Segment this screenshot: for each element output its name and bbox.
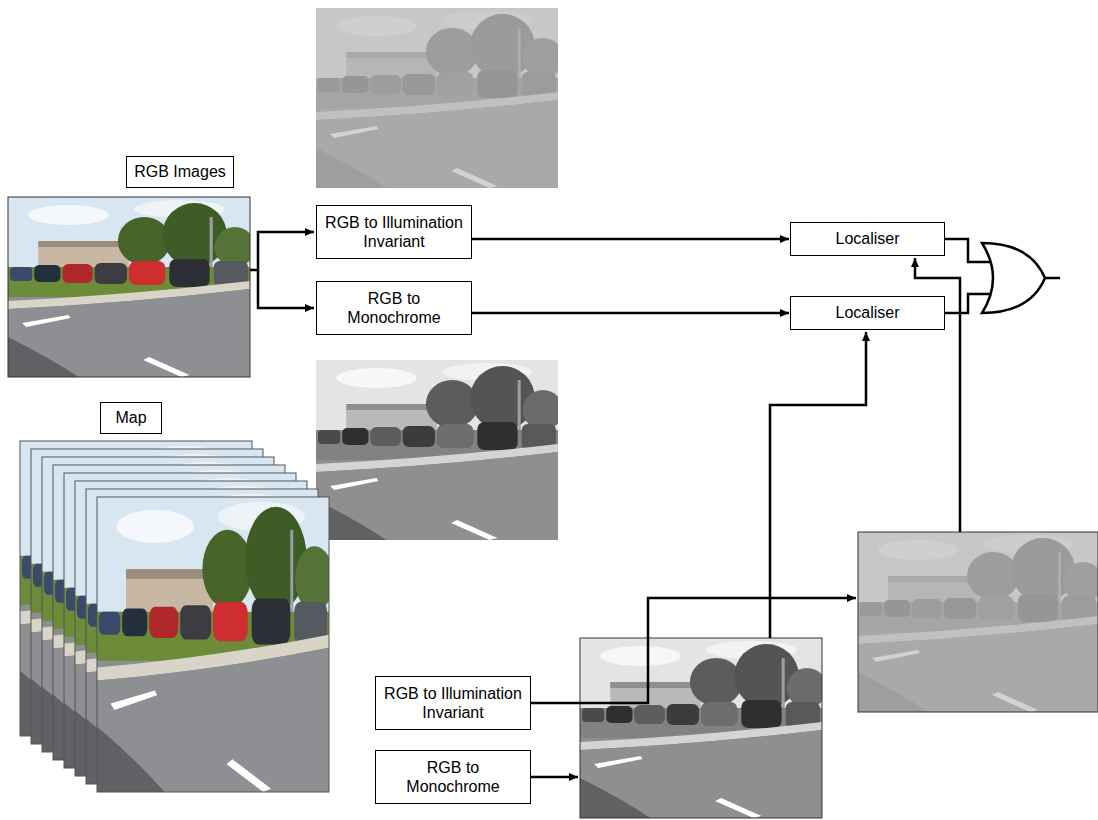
wire — [258, 270, 314, 308]
box-text: Localiser — [835, 303, 899, 322]
box-text: RGB Images — [134, 162, 226, 181]
box-text: Localiser — [835, 229, 899, 248]
wire — [1045, 277, 1060, 280]
wire — [531, 776, 578, 779]
wire — [531, 598, 856, 703]
wires — [250, 232, 1060, 777]
label-box: RGB Images — [126, 156, 234, 188]
map-invariant-image — [858, 532, 1098, 712]
image-frame — [580, 638, 822, 818]
process-box: RGB to Monochrome — [316, 281, 472, 335]
image-frame — [8, 197, 250, 377]
rgb-image — [8, 197, 255, 377]
wire — [770, 332, 866, 638]
process-box: RGB to Monochrome — [375, 750, 531, 804]
map-image-stack — [20, 441, 334, 792]
box-text: RGB to Illumination Invariant — [323, 213, 465, 251]
connector-arrow — [472, 238, 789, 241]
localiser-box: Localiser — [790, 296, 945, 330]
map-image — [97, 497, 334, 792]
label-box: Map — [100, 402, 162, 434]
box-text: Map — [115, 408, 146, 427]
process-box: RGB to Illumination Invariant — [316, 205, 472, 259]
image-frame — [858, 532, 1098, 712]
map-monochrome-image — [580, 638, 827, 818]
connector-arrow — [472, 312, 789, 315]
invariant-image — [316, 8, 563, 188]
wire — [250, 232, 314, 270]
box-text: RGB to Illumination Invariant — [382, 684, 524, 722]
box-text: RGB to Monochrome — [323, 289, 465, 327]
localiser-box: Localiser — [790, 222, 945, 256]
or-gate-symbol — [982, 243, 1045, 313]
monochrome-image — [316, 360, 563, 540]
box-text: RGB to Monochrome — [382, 758, 524, 796]
image-frame — [97, 497, 329, 792]
process-box: RGB to Illumination Invariant — [375, 676, 531, 730]
